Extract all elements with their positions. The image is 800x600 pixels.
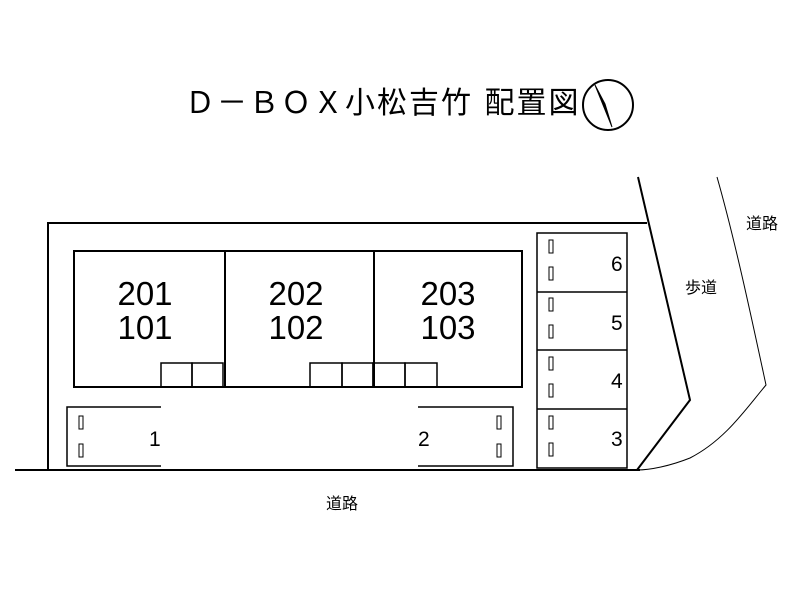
sidewalk-label: 歩道 [685,278,718,297]
wheel-stops [78,239,554,458]
site-boundary [47,222,647,470]
north-arrow-icon [582,79,634,131]
road-edge-curve [636,176,767,471]
unit-number-lower: 102 [268,309,324,346]
road-label-bottom: 道路 [326,494,359,513]
unit-number-lower: 101 [117,309,173,346]
parking-stall-1 [66,406,161,467]
parking-number: 4 [611,370,623,393]
entry-boxes [160,362,438,388]
road-label-right: 道路 [746,214,779,233]
unit-number-upper: 201 [117,275,173,312]
diagram-title: Ｄ－ＢＯＸ小松吉竹 配置図 [185,86,581,121]
building-block [73,250,523,388]
parking-number: 5 [611,312,623,335]
parking-number: 3 [611,428,623,451]
unit-number-lower: 103 [420,309,476,346]
unit-number-upper: 203 [420,275,476,312]
parking-stall-2 [418,406,514,467]
parking-number: 6 [611,253,623,276]
parking-number: 2 [418,428,430,451]
parking-area-right [536,232,628,469]
unit-number-upper: 202 [268,275,324,312]
sidewalk-edge [636,176,692,471]
parking-number: 1 [149,428,161,451]
